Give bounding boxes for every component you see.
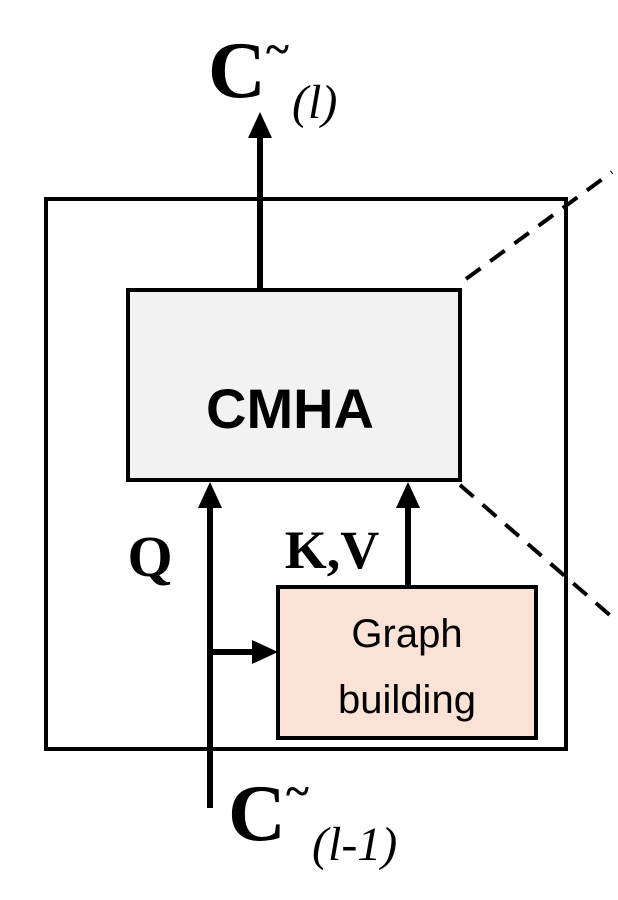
layer-container [44,197,568,751]
zoom-line-bottom [458,483,614,619]
graph-building-label-line2: building [338,678,476,722]
graph-building-label-line1: Graph [351,612,462,656]
input-label-tilde: ~ [286,767,309,816]
output-arrowhead [248,112,272,138]
output-label-sub: (l) [292,76,337,129]
input-label: C ~ (l-1) [228,767,397,871]
kv-label: K,V [285,520,380,580]
output-label-tilde: ~ [266,25,289,74]
output-label: C ~ (l) [208,25,337,129]
zoom-line-top [464,170,614,281]
input-label-main: C [228,770,286,858]
kv-arrowhead [396,482,420,508]
query-arrowhead [198,482,222,508]
graph-building-block [276,585,538,740]
query-label: Q [127,524,172,589]
cmha-block [126,288,462,482]
cmha-label: CMHA [206,377,374,440]
branch-arrowhead [252,640,278,664]
input-label-sub: (l-1) [312,818,397,871]
output-label-main: C [208,27,266,115]
